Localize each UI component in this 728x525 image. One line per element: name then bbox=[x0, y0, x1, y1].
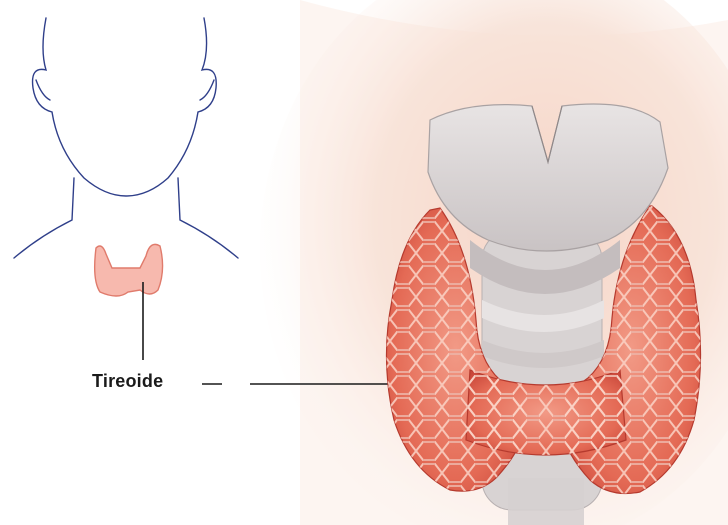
thyroid-anatomy-illustration bbox=[386, 104, 700, 525]
head-outline-icon bbox=[14, 18, 238, 258]
thyroid-label: Tireoide bbox=[92, 371, 163, 392]
small-thyroid-icon bbox=[95, 244, 163, 296]
